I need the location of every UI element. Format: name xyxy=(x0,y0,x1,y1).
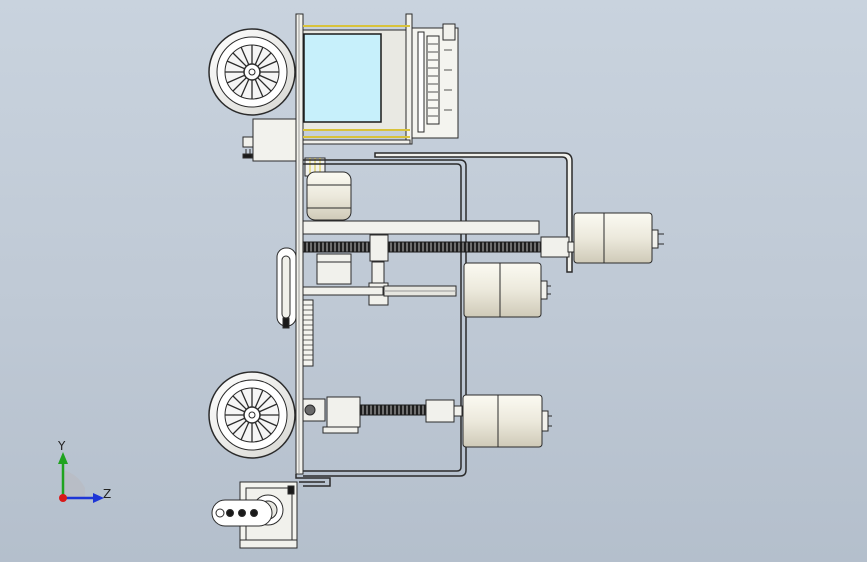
upper-right-motor xyxy=(573,212,664,264)
lcd-screen xyxy=(303,33,382,123)
vertical-rack xyxy=(302,299,314,367)
upper-wheel-motor xyxy=(242,118,297,162)
lower-motor xyxy=(462,394,552,448)
circuit-board xyxy=(411,23,459,139)
upper-lead-screw xyxy=(302,234,575,262)
carriage-block xyxy=(316,253,352,285)
side-disc xyxy=(276,247,297,329)
y-axis-label: Y xyxy=(58,439,66,453)
horizontal-beam xyxy=(302,220,540,235)
z-axis-label: Z xyxy=(103,487,112,501)
slider-post xyxy=(368,261,389,306)
bottom-bracket-rail xyxy=(295,474,331,487)
lower-lead-screw xyxy=(302,396,463,434)
rail-frame xyxy=(303,152,573,477)
lower-wheel xyxy=(208,371,296,459)
axis-triad-icon xyxy=(58,452,104,503)
bearing-housing xyxy=(306,171,352,221)
upper-wheel xyxy=(208,28,296,116)
origin-point xyxy=(59,494,67,502)
display-module xyxy=(302,13,413,145)
bottom-gear-module xyxy=(211,481,298,549)
middle-rod xyxy=(302,285,457,297)
middle-motor xyxy=(463,262,551,318)
